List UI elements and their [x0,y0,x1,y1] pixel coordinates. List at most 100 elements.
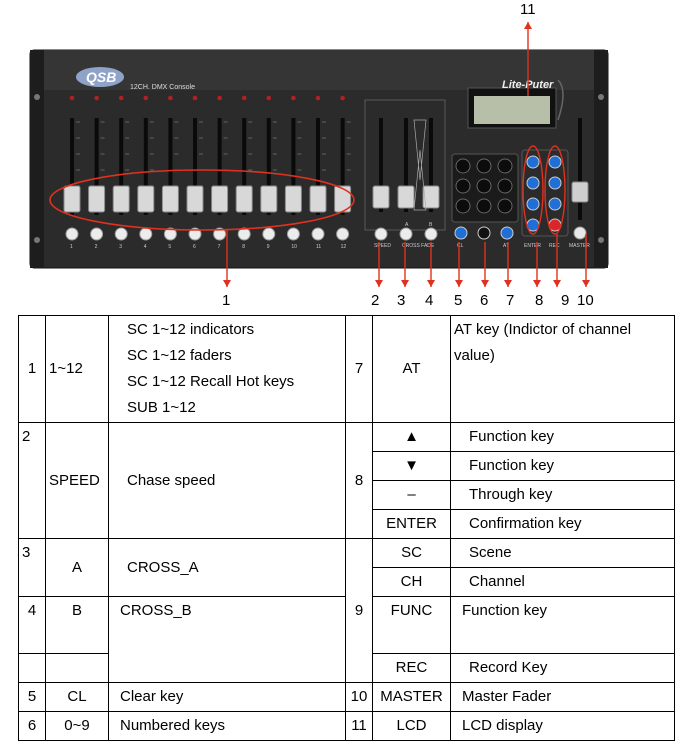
cross-fader-knob[interactable] [397,185,415,209]
channel-recall-key[interactable] [139,227,153,241]
channel-fader-knob[interactable] [88,185,106,213]
row-name: ENTER [372,509,451,539]
channel-indicator-led [241,95,247,101]
callout-label-3: 3 [397,292,405,309]
row-name: MASTER [372,682,451,712]
channel-recall-key[interactable] [311,227,325,241]
row-number: 9 [345,538,373,683]
zero-key[interactable] [477,226,491,240]
at-key[interactable] [500,226,514,240]
row-name: ▼ [372,451,451,481]
row-description: CROSS_B [108,596,346,683]
channel-fader-knob[interactable] [284,185,302,213]
cross-fader-knob[interactable] [422,185,440,209]
master-key[interactable] [573,226,587,240]
spacer [45,653,109,683]
channel-recall-key[interactable] [336,227,350,241]
row-name: 0~9 [45,711,109,741]
row-description: Function key [450,422,675,452]
channel-indicator-led [291,95,296,101]
callout-label-10: 10 [577,292,594,309]
channel-number-label: 11 [316,244,321,250]
row-description: Function key [450,451,675,481]
channel-fader-knob[interactable] [63,185,81,213]
at-key-label: AT [503,243,509,249]
channel-fader-knob[interactable] [137,185,155,213]
number-key[interactable] [476,198,492,214]
callout-arrowhead [427,280,435,287]
channel-fader-knob[interactable] [161,185,179,213]
channel-recall-key[interactable] [114,227,128,241]
row-name: A [45,538,109,597]
channel-recall-key[interactable] [262,227,276,241]
row-description: Numbered keys [108,711,346,741]
speed-fader-knob[interactable] [372,185,390,209]
rack-ear-left [30,50,44,268]
rack-screw [598,237,604,243]
channel-fader-knob[interactable] [309,185,327,213]
channel-recall-key[interactable] [188,227,202,241]
callout-label-5: 5 [454,292,462,309]
channel-indicator-led [192,95,198,101]
cross-a-label: A [405,222,409,228]
cross-key[interactable] [399,227,413,241]
cross-key[interactable] [424,227,438,241]
number-key[interactable] [497,178,513,194]
number-key[interactable] [455,198,471,214]
number-key[interactable] [455,178,471,194]
spacer [18,653,46,683]
row-description: Record Key [450,653,675,683]
callout-arrowhead [455,280,463,287]
channel-fader-knob[interactable] [211,185,229,213]
channel-indicator-led [315,95,321,101]
function-key-frame [521,149,569,237]
number-key[interactable] [476,158,492,174]
channel-recall-key[interactable] [237,227,251,241]
channel-number-label: 6 [193,244,196,250]
table-row: 6 0~9 Numbered keys 11 LCD LCD display [18,711,675,741]
cross-fade-decoration [413,119,427,211]
row-number: 1 [18,315,46,423]
cl-key-label: CL [457,243,464,249]
row-number: 10 [345,682,373,712]
channel-recall-key[interactable] [163,227,177,241]
row-name: 1~12 [45,315,109,423]
channel-number-label: 12 [341,244,347,250]
channel-fader-knob[interactable] [112,185,130,213]
channel-indicator-led [94,95,99,101]
cross-fade-label: CROSS FADE [402,243,435,249]
mode-key[interactable] [548,155,562,169]
channel-indicator-led [340,95,345,101]
console-top-strip [30,50,608,90]
row-name: FUNC [372,596,451,654]
lcd-decoration [557,79,564,121]
number-key[interactable] [476,178,492,194]
channel-recall-key[interactable] [90,227,104,241]
callout-arrowhead [223,280,231,287]
master-fader-knob[interactable] [571,181,589,203]
number-key[interactable] [497,158,513,174]
channel-recall-key[interactable] [213,227,227,241]
row-name: CL [45,682,109,712]
cl-key[interactable] [454,226,468,240]
description-line: SC 1~12 Recall Hot keys [127,373,295,390]
mode-key[interactable] [548,197,562,211]
function-key[interactable] [526,197,540,211]
channel-number-label: 8 [242,244,245,250]
channel-fader-knob[interactable] [235,185,253,213]
channel-recall-key[interactable] [286,227,300,241]
row-number: 11 [345,711,373,741]
mode-key[interactable] [548,176,562,190]
function-key[interactable] [526,176,540,190]
channel-indicator-led [266,95,272,101]
channel-fader-knob[interactable] [186,185,204,213]
row-name: REC [372,653,451,683]
number-key[interactable] [497,198,513,214]
channel-recall-key[interactable] [65,227,79,241]
description-line: SC 1~12 faders [127,347,232,364]
number-key[interactable] [455,158,471,174]
channel-fader-knob[interactable] [260,185,278,213]
row-number: 4 [18,596,46,654]
function-key[interactable] [526,155,540,169]
speed-key[interactable] [374,227,388,241]
